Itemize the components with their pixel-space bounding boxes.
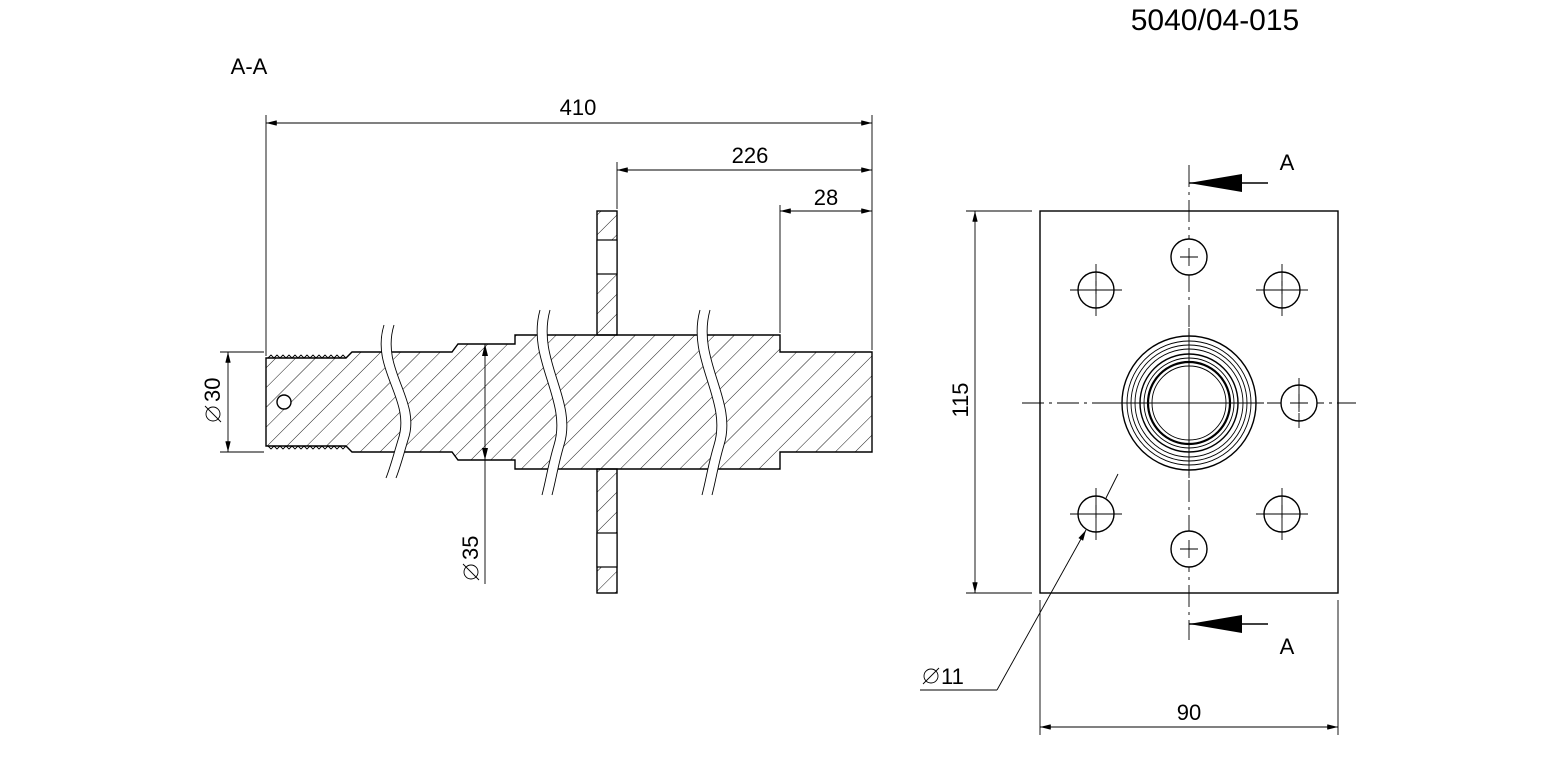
bolt-hole-bottom: [1170, 530, 1208, 568]
diameter-icon: [205, 406, 221, 422]
break-line-2: [536, 309, 568, 496]
break-line-3: [696, 309, 728, 496]
drawing-number: 5040/04-015: [1131, 4, 1300, 37]
section-cut-arrow-top: A: [1189, 150, 1295, 192]
thread-bottom: [267, 445, 347, 450]
diameter-icon: [463, 564, 479, 580]
bolt-hole-right: [1280, 378, 1318, 428]
bolt-hole-top: [1170, 238, 1208, 276]
bolt-hole-upper-left: [1070, 264, 1122, 316]
flange-hole-bottom: [596, 532, 618, 568]
flange-hole-top: [596, 239, 618, 275]
cross-hole: [276, 394, 292, 410]
bolt-hole-upper-right: [1256, 264, 1308, 316]
dim-115-text: 115: [948, 382, 973, 417]
leader-line-11: [996, 529, 1087, 691]
break-line-1: [380, 324, 412, 479]
section-view: 410 226 28 30 35: [200, 95, 873, 594]
dim-30-label: 30: [200, 378, 225, 423]
bolt-hole-lower-left: [1070, 488, 1122, 540]
dim-30-text: 30: [200, 378, 225, 402]
bolt-hole-lower-right: [1256, 488, 1308, 540]
dim-28-text: 28: [814, 185, 838, 210]
diameter-icon-slash: [204, 405, 222, 423]
section-cut-arrow-bottom: A: [1189, 615, 1295, 659]
dim-35-arrow-bottom: [482, 448, 488, 460]
shaft-body: [265, 334, 873, 470]
thread-top: [267, 354, 347, 359]
cut-label-top: A: [1280, 150, 1295, 175]
diameter-icon-slash: [462, 563, 480, 581]
diameter-icon-slash: [922, 667, 940, 685]
dim-11-text: 11: [941, 664, 964, 689]
leader-tail-11: [1105, 473, 1119, 499]
plan-view: A A 115 90 11: [920, 150, 1356, 735]
central-boss: [1114, 328, 1264, 478]
dim-35-label: 35: [458, 536, 483, 581]
dim-226-text: 226: [732, 143, 769, 168]
dim-11-label: 11: [922, 664, 964, 689]
cut-label-bottom: A: [1280, 634, 1295, 659]
dim-35-arrow-top: [482, 344, 488, 356]
diameter-icon: [923, 668, 939, 684]
flange-bottom: [596, 468, 618, 594]
dim-90-text: 90: [1177, 700, 1201, 725]
section-label: A-A: [231, 54, 268, 79]
dim-35-text: 35: [458, 536, 483, 560]
dim-410-text: 410: [560, 95, 597, 120]
